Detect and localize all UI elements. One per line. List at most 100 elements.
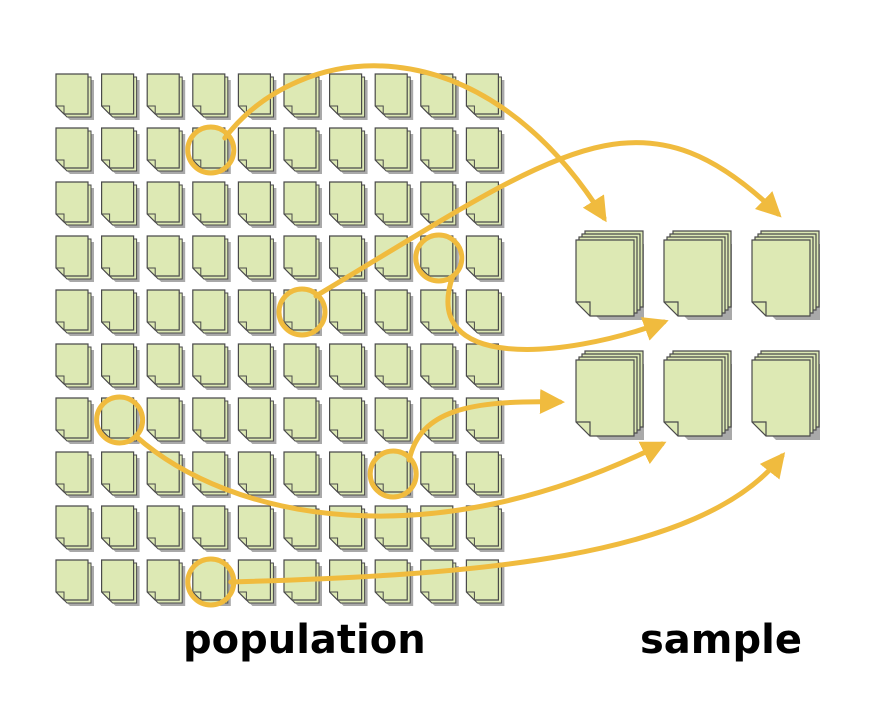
population-document-icon xyxy=(283,397,322,444)
population-document-icon xyxy=(101,343,140,390)
sample-document-stack-icon xyxy=(751,350,820,440)
population-document-icon xyxy=(55,127,94,174)
population-document-icon xyxy=(55,451,94,498)
population-document-icon xyxy=(374,559,414,606)
population-document-icon xyxy=(420,505,459,552)
population-document-icon xyxy=(374,343,414,390)
population-document-icon xyxy=(420,235,459,282)
population-document-icon xyxy=(55,397,94,444)
population-document-icon xyxy=(329,559,368,606)
population-document-icon xyxy=(237,397,277,444)
population-document-icon xyxy=(329,289,368,336)
population-document-icon xyxy=(101,451,140,498)
population-grid xyxy=(55,73,505,606)
population-document-icon xyxy=(101,181,140,228)
population-document-icon xyxy=(55,343,94,390)
selection-arrow xyxy=(406,389,565,463)
population-document-icon xyxy=(101,73,140,120)
selection-arrow xyxy=(445,273,669,352)
population-document-icon xyxy=(192,343,231,390)
population-document-icon xyxy=(420,289,459,336)
population-document-icon xyxy=(465,559,505,606)
population-document-icon xyxy=(283,127,322,174)
population-document-icon xyxy=(420,451,459,498)
population-document-icon xyxy=(283,343,322,390)
population-document-icon xyxy=(374,181,414,228)
population-document-icon xyxy=(146,343,186,390)
population-document-icon xyxy=(146,127,186,174)
population-document-icon xyxy=(420,559,459,606)
population-document-icon xyxy=(374,505,414,552)
selection-circle xyxy=(94,394,146,446)
population-document-icon xyxy=(55,73,94,120)
population-document-icon xyxy=(237,127,277,174)
population-document-icon xyxy=(192,505,231,552)
population-document-icon xyxy=(55,235,94,282)
population-document-icon xyxy=(192,127,231,174)
population-document-icon xyxy=(283,235,322,282)
sample-grid xyxy=(575,230,820,440)
sample-label: sample xyxy=(640,617,802,663)
population-document-icon xyxy=(101,505,140,552)
population-document-icon xyxy=(283,451,322,498)
population-document-icon xyxy=(237,505,277,552)
population-document-icon xyxy=(192,235,231,282)
population-document-icon xyxy=(146,397,186,444)
population-document-icon xyxy=(283,559,322,606)
population-document-icon xyxy=(146,235,186,282)
population-document-icon xyxy=(374,73,414,120)
population-document-icon xyxy=(237,343,277,390)
population-document-icon xyxy=(283,505,322,552)
selection-layer xyxy=(94,63,786,608)
selection-circle xyxy=(367,448,419,500)
population-document-icon xyxy=(237,289,277,336)
population-document-icon xyxy=(465,505,505,552)
population-document-icon xyxy=(192,181,231,228)
population-document-icon xyxy=(146,73,186,120)
population-document-icon xyxy=(55,181,94,228)
population-document-icon xyxy=(374,397,414,444)
selection-circle xyxy=(413,232,465,284)
population-document-icon xyxy=(101,289,140,336)
population-document-icon xyxy=(192,559,231,606)
sample-document-stack-icon xyxy=(663,350,732,440)
population-document-icon xyxy=(101,559,140,606)
population-document-icon xyxy=(101,235,140,282)
population-document-icon xyxy=(374,289,414,336)
selection-arrow xyxy=(222,63,607,223)
sample-document-stack-icon xyxy=(663,230,732,320)
population-document-icon xyxy=(237,181,277,228)
population-document-icon xyxy=(329,73,368,120)
population-document-icon xyxy=(465,451,505,498)
population-document-icon xyxy=(55,559,94,606)
population-document-icon xyxy=(192,289,231,336)
population-document-icon xyxy=(465,289,505,336)
population-document-icon xyxy=(146,505,186,552)
population-document-icon xyxy=(465,235,505,282)
population-document-icon xyxy=(465,343,505,390)
population-document-icon xyxy=(237,451,277,498)
sample-document-stack-icon xyxy=(575,350,644,440)
population-document-icon xyxy=(101,127,140,174)
population-document-icon xyxy=(283,181,322,228)
population-document-icon xyxy=(420,343,459,390)
population-document-icon xyxy=(420,127,459,174)
selection-circle xyxy=(185,124,237,176)
population-document-icon xyxy=(192,397,231,444)
population-document-icon xyxy=(374,127,414,174)
selection-arrow xyxy=(133,433,667,519)
population-label: population xyxy=(183,617,426,663)
sample-document-stack-icon xyxy=(575,230,644,320)
population-document-icon xyxy=(420,73,459,120)
population-document-icon xyxy=(146,289,186,336)
population-document-icon xyxy=(465,127,505,174)
population-document-icon xyxy=(192,73,231,120)
selection-circle xyxy=(276,286,328,338)
population-document-icon xyxy=(237,235,277,282)
population-document-icon xyxy=(420,181,459,228)
selection-arrow xyxy=(313,140,782,299)
selection-circle xyxy=(185,556,237,608)
sample-document-stack-icon xyxy=(751,230,820,320)
population-document-icon xyxy=(146,559,186,606)
